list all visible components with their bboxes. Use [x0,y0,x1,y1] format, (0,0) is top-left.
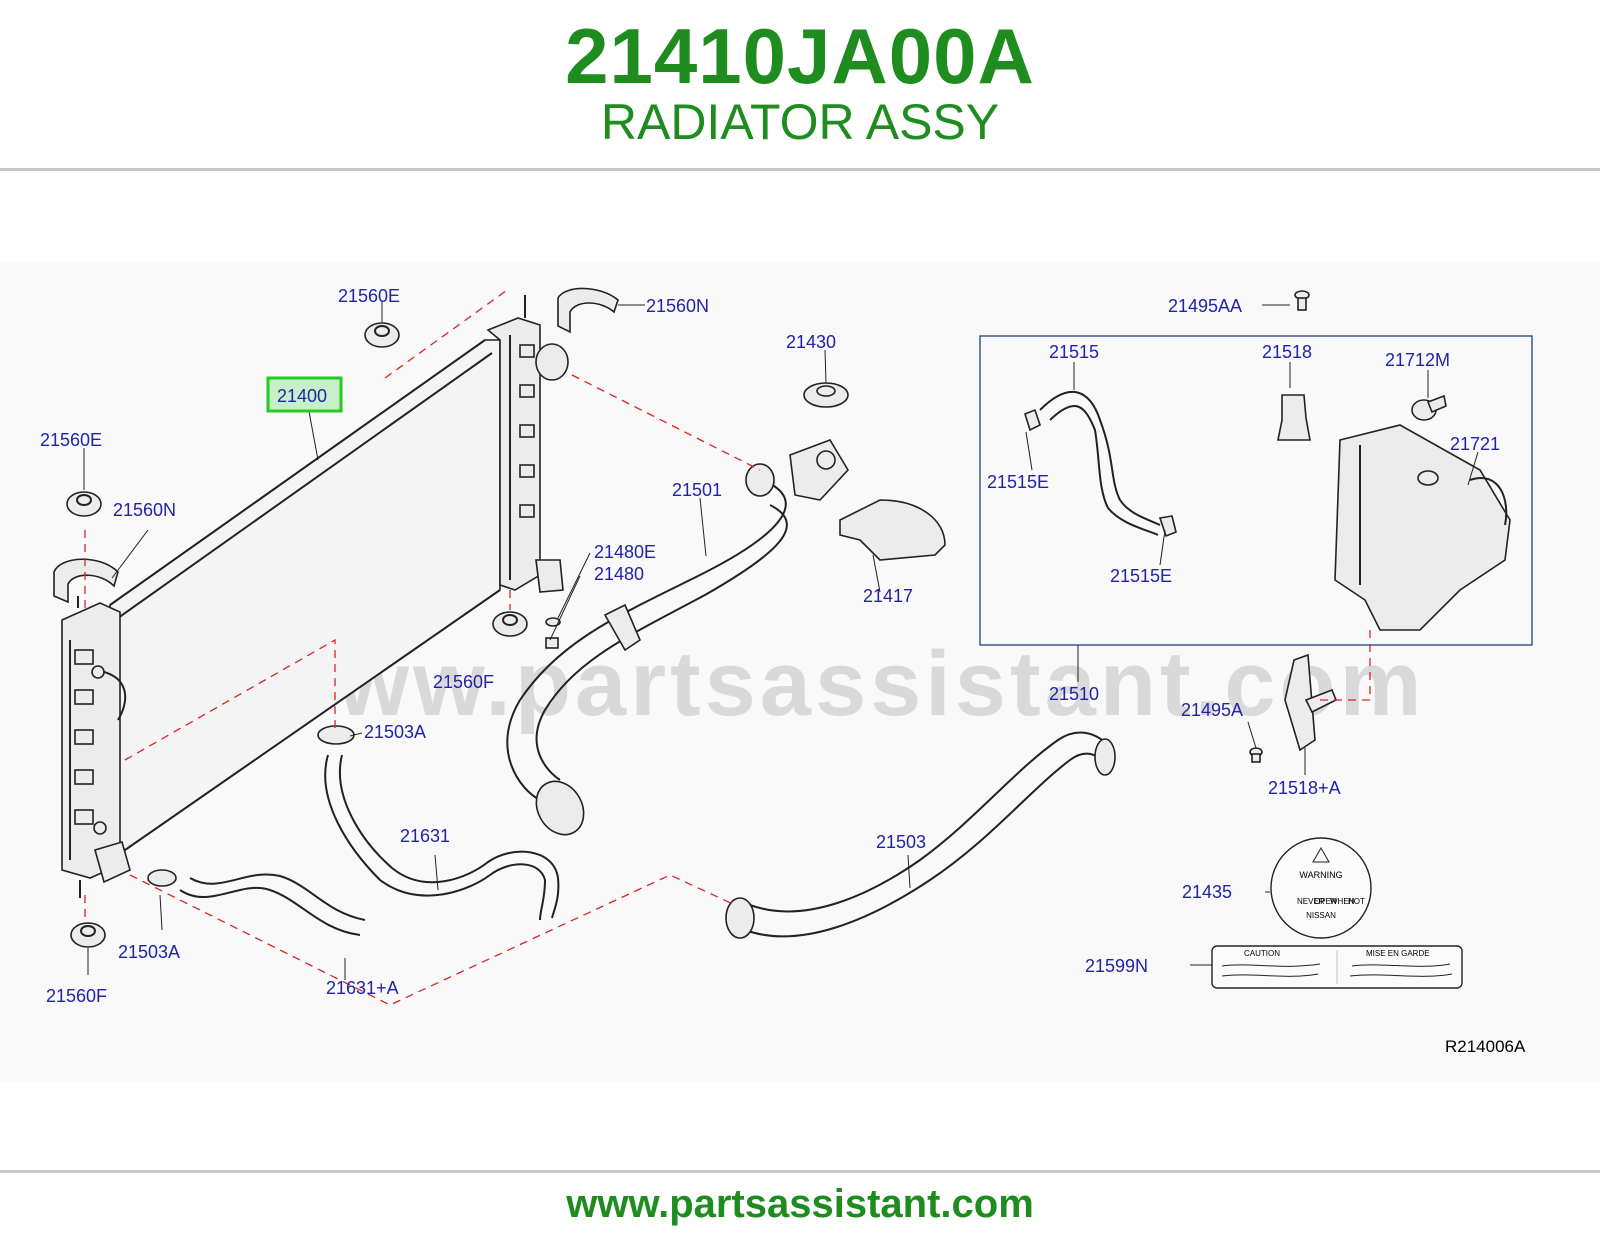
label-21518-a[interactable]: 21518+A [1268,778,1341,798]
caution-label-drawing: CAUTION MISE EN GARDE [1211,945,1463,989]
caution-heading-en: CAUTION [1244,949,1280,958]
highlight-box [266,376,343,413]
label-21430[interactable]: 21430 [786,332,836,352]
footer-website-link[interactable]: www.partsassistant.com [566,1182,1034,1226]
bracket-21560n-left-drawing [53,558,119,604]
warning-small-2: OPEN [1314,897,1337,906]
diagram-canvas: www.partsassistant.com [40,286,1533,1056]
label-21721[interactable]: 21721 [1450,434,1500,454]
warning-heading: WARNING [1299,870,1342,880]
reservoir-tank-drawing [1334,424,1511,631]
warning-small-3: WHEN [1330,897,1355,906]
part-number-title: 21410JA00A [565,12,1035,100]
bolt-21495aa-drawing [1294,290,1310,311]
radiator-core-drawing [61,295,569,898]
label-21560n-top[interactable]: 21560N [646,296,709,316]
label-21503[interactable]: 21503 [876,832,926,852]
label-21503a-top[interactable]: 21503A [364,722,426,742]
label-21560e-top[interactable]: 21560E [338,286,400,306]
reservoir-hose-21515-drawing [1024,390,1177,538]
label-21712m[interactable]: 21712M [1385,350,1450,370]
label-21501[interactable]: 21501 [672,480,722,500]
part-description: RADIATOR ASSY [600,94,1000,150]
grommet-21560e-top-drawing [364,322,400,348]
label-21480e[interactable]: 21480E [594,542,656,562]
header-divider [0,168,1600,171]
label-21631-a[interactable]: 21631+A [326,978,399,998]
label-21560f-mid[interactable]: 21560F [433,672,494,692]
lower-hose-21503-drawing [725,731,1116,939]
bracket-21518-drawing [1277,394,1311,441]
label-21495a[interactable]: 21495A [1181,700,1243,720]
hose-21631a-drawing [147,869,366,936]
bracket-21560n-top-drawing [557,287,619,334]
warning-small-4: HOT [1348,897,1365,906]
label-21515[interactable]: 21515 [1049,342,1099,362]
label-21560f-bottom[interactable]: 21560F [46,986,107,1006]
warning-brand: NISSAN [1306,911,1336,920]
grommet-21560f-mid-drawing [492,611,528,637]
bolt-21495a-drawing [1249,747,1263,763]
label-21515e-right[interactable]: 21515E [1110,566,1172,586]
radiator-cap-drawing [803,382,849,408]
label-21435[interactable]: 21435 [1182,882,1232,902]
watermark-text: www.partsassistant.com [261,633,1425,735]
header: 21410JA00A RADIATOR ASSY [0,0,1600,168]
leader-lines [83,302,1479,980]
label-21518[interactable]: 21518 [1262,342,1312,362]
hose-21631-drawing [317,725,560,921]
label-21599n[interactable]: 21599N [1085,956,1148,976]
dashed-leader-lines [84,287,1371,1006]
grommet-21560e-left-drawing [66,491,102,517]
label-21417[interactable]: 21417 [863,586,913,606]
label-21515e-left[interactable]: 21515E [987,472,1049,492]
warning-label-drawing: WARNING NEVER OPEN WHEN HOT NISSAN [1270,837,1372,939]
caution-heading-fr: MISE EN GARDE [1366,949,1430,958]
label-21480[interactable]: 21480 [594,564,644,584]
hose-guard-21417-drawing [839,499,946,561]
warning-small-1: NEVER [1297,897,1325,906]
diagram-reference-code: R214006A [1445,1037,1526,1056]
upper-hose-drawing [506,439,849,836]
label-21631[interactable]: 21631 [400,826,450,846]
label-21400-highlighted[interactable]: 21400 [277,386,327,406]
part-labels: 21560E 21560N 21430 21495AA 21515 21518 … [40,286,1500,1006]
bracket-21518a-drawing [1284,653,1338,752]
reservoir-cap-drawing [1411,394,1447,421]
reservoir-group-box [979,335,1533,646]
grommet-21560f-bottom-drawing [70,922,106,948]
label-21560e-left[interactable]: 21560E [40,430,102,450]
footer-divider [0,1170,1600,1173]
label-21560n-left[interactable]: 21560N [113,500,176,520]
label-21510[interactable]: 21510 [1049,684,1099,704]
drain-plug-drawing [545,617,561,649]
label-21495aa[interactable]: 21495AA [1168,296,1242,316]
parts-diagram: www.partsassistant.com [0,262,1600,1082]
label-21503a-bottom[interactable]: 21503A [118,942,180,962]
